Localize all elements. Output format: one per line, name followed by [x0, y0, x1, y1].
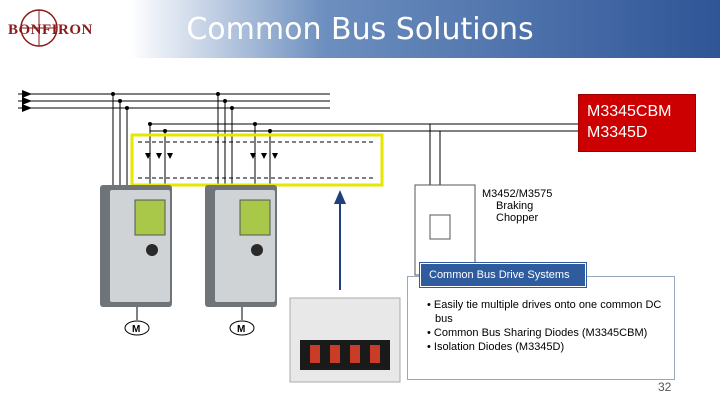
model-line-1: M3345CBM	[587, 103, 672, 120]
braking-chopper-label: M3452/M3575 Braking Chopper	[482, 188, 582, 224]
callout-bullet-list: Easily tie multiple drives onto one comm…	[425, 298, 670, 354]
braking-chopper-unit	[414, 184, 476, 276]
diode-icons	[145, 153, 278, 159]
company-logo	[20, 9, 58, 47]
chopper-model: M3452/M3575	[482, 188, 553, 200]
logo-text: BONFIRON	[8, 22, 93, 38]
page-number: 32	[658, 380, 672, 394]
supply-arrow-icons	[22, 90, 32, 112]
motor-left-label: M	[132, 324, 140, 335]
diode-module-photo	[289, 297, 401, 383]
drive-left	[100, 185, 172, 307]
title-bar: BONFIRON Common Bus Solutions	[0, 0, 720, 58]
bullet-item: Isolation Diodes (M3345D)	[425, 340, 670, 354]
pointer-arrow	[334, 190, 346, 290]
model-number-box: M3345CBM M3345D	[578, 94, 696, 152]
dc-bus	[150, 123, 578, 132]
drive-right	[205, 185, 277, 307]
motor-icons	[124, 320, 255, 336]
supply-lines	[18, 93, 330, 109]
bullet-item: Easily tie multiple drives onto one comm…	[425, 298, 670, 326]
chopper-line-3: Chopper	[496, 212, 539, 224]
wiring-diagram: M M	[18, 90, 578, 383]
chopper-line-2: Braking	[496, 200, 534, 212]
bullet-item: Common Bus Sharing Diodes (M3345CBM)	[425, 326, 670, 340]
motor-right-label: M	[237, 324, 245, 335]
callout-heading: Common Bus Drive Systems	[420, 263, 586, 287]
page-title: Common Bus Solutions	[186, 12, 534, 47]
model-line-2: M3345D	[587, 124, 648, 141]
